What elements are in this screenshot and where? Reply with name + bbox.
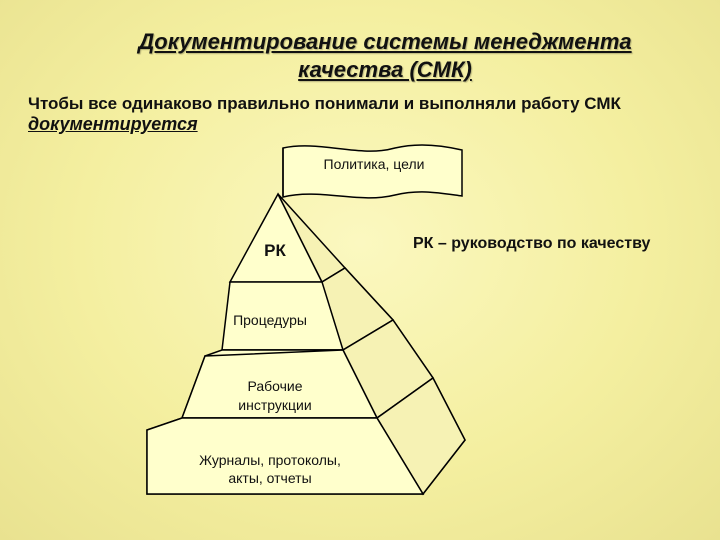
level-instructions-label-line1: Рабочие <box>247 378 303 394</box>
intro-text: Чтобы все одинаково правильно понимали и… <box>28 94 621 113</box>
level-procedures-label: Процедуры <box>233 312 307 328</box>
level-records-label-line2: акты, отчеты <box>228 470 312 486</box>
level-records-label-line1: Журналы, протоколы, <box>199 452 341 468</box>
pyramid-level-procedures <box>221 267 395 352</box>
title-line-2: качества (СМК) <box>298 57 472 82</box>
flag-label: Политика, цели <box>323 156 425 172</box>
title-line-1: Документирование системы менеджмента <box>138 29 632 54</box>
intro-emphasis: документируется <box>28 114 198 134</box>
legend-note: РК – руководство по качеству <box>413 235 651 252</box>
pyramid-level-records <box>146 376 466 496</box>
pyramid-level-top <box>228 192 347 284</box>
flag-banner <box>282 144 463 199</box>
level-top-label: РК <box>264 241 286 260</box>
level-instructions-label-line2: инструкции <box>238 397 312 413</box>
